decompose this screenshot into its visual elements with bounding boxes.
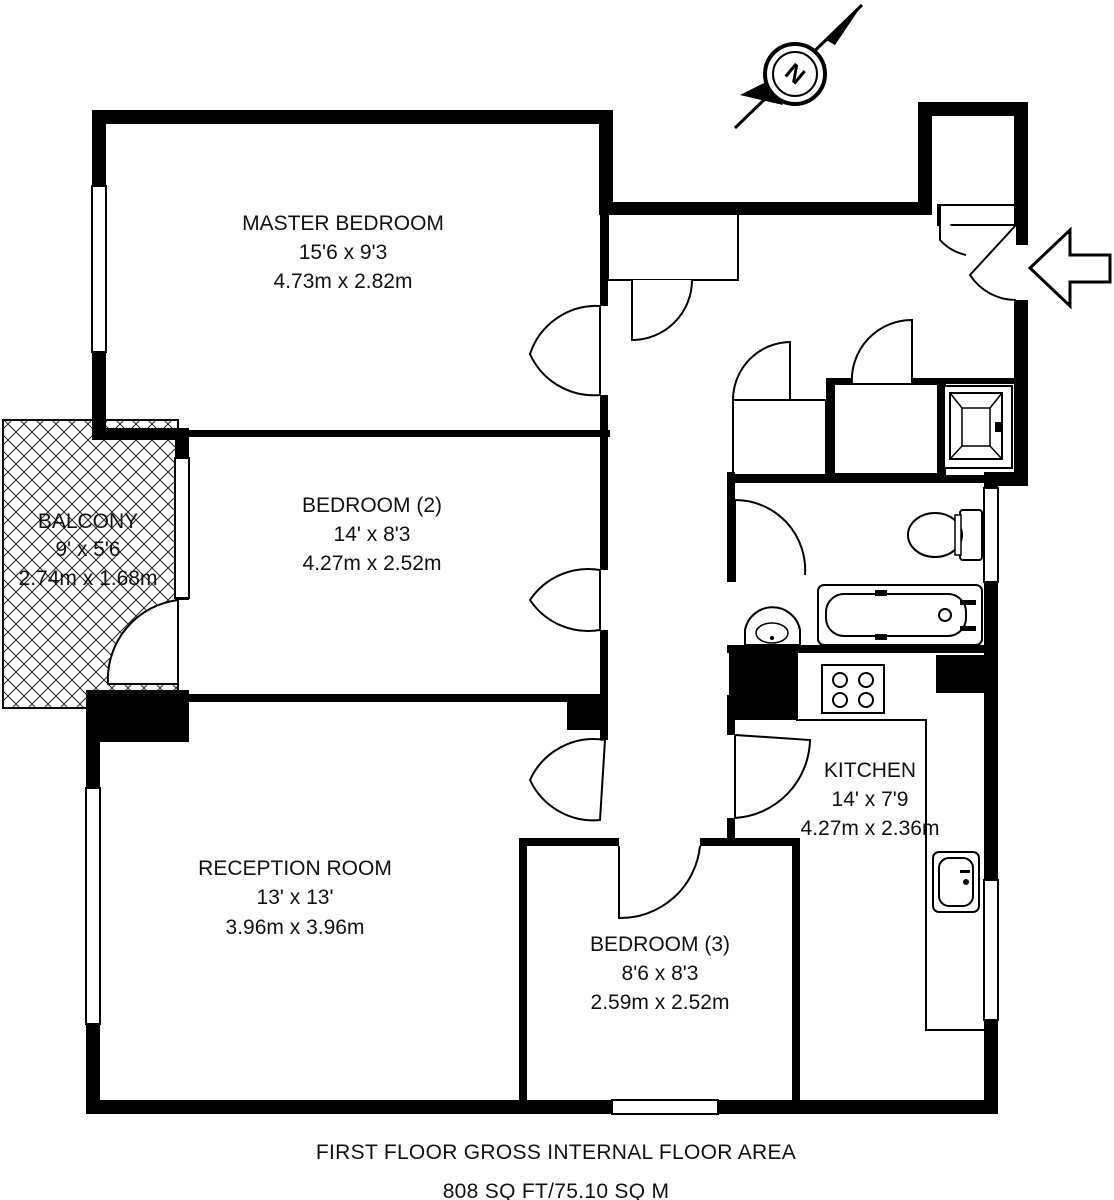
toilet-icon: [907, 509, 983, 561]
room-imperial: 8'6 x 8'3: [622, 962, 699, 985]
hob-icon: [821, 664, 885, 714]
floor-area-title: FIRST FLOOR GROSS INTERNAL FLOOR AREA: [316, 1141, 796, 1164]
sink-icon: [932, 851, 980, 913]
door-kitchen: [734, 733, 812, 820]
door-master: [528, 304, 601, 397]
room-name: KITCHEN: [824, 759, 916, 782]
door-reception: [528, 738, 607, 822]
window-reception: [85, 787, 101, 1025]
wall-step-right: [599, 110, 613, 214]
wall-entry-left: [918, 102, 932, 215]
room-name: MASTER BEDROOM: [242, 212, 444, 235]
room-metric: 2.59m x 2.52m: [591, 991, 730, 1014]
window-bedroom3: [611, 1099, 719, 1115]
room-kitchen: KITCHEN 14' x 7'9 4.27m x 2.36m: [801, 759, 940, 840]
wall-entry-top: [918, 102, 1028, 116]
washbasin-icon: [744, 606, 801, 646]
room-metric: 4.27m x 2.36m: [801, 817, 940, 840]
wall-master-top: [92, 110, 612, 124]
kitchen-worktop: [796, 653, 988, 1031]
door-balcony: [106, 599, 179, 685]
door-bedroom3: [618, 845, 701, 920]
door-entry-cupboard: [939, 205, 967, 256]
entrance-arrow-icon: [1027, 226, 1112, 310]
room-reception: RECEPTION ROOM 13' x 13' 3.96m x 3.96m: [198, 857, 392, 939]
doors: [106, 205, 1017, 920]
interior-walls: [100, 206, 1016, 1108]
room-metric: 4.27m x 2.52m: [303, 552, 442, 575]
room-name: BEDROOM (3): [590, 933, 730, 956]
door-bed2: [528, 568, 601, 632]
bathtub-icon: [817, 584, 983, 646]
compass-icon: N: [733, 3, 864, 130]
room-imperial: 13' x 13': [257, 886, 334, 909]
room-metric: 3.96m x 3.96m: [226, 916, 365, 939]
wall-hall-top: [599, 202, 931, 215]
room-imperial: 14' x 8'3: [334, 523, 411, 546]
room-name: RECEPTION ROOM: [198, 857, 392, 880]
wall-right-middle: [1014, 300, 1028, 486]
window-bathroom: [983, 487, 999, 583]
room-imperial: 15'6 x 9'3: [299, 241, 388, 264]
door-master-cupboard: [631, 279, 693, 342]
wall-right-upper: [1014, 102, 1028, 245]
windows: [85, 185, 999, 1115]
room-balcony: BALCONY 9' x 5'6 2.74m x 1.68m: [19, 510, 158, 590]
room-metric: 4.73m x 2.82m: [274, 270, 413, 293]
room-imperial: 14' x 7'9: [832, 788, 909, 811]
wall-bottom-right: [790, 1100, 998, 1114]
room-name: BEDROOM (2): [302, 494, 442, 517]
room-bedroom-2: BEDROOM (2) 14' x 8'3 4.27m x 2.52m: [302, 494, 442, 575]
room-imperial: 9' x 5'6: [55, 538, 120, 561]
window-master: [91, 185, 107, 353]
floor-area-value: 808 SQ FT/75.10 SQ M: [443, 1180, 670, 1200]
boiler-icon: [943, 385, 1013, 469]
room-name: BALCONY: [38, 510, 138, 533]
room-metric: 2.74m x 1.68m: [19, 567, 158, 590]
room-master-bedroom: MASTER BEDROOM 15'6 x 9'3 4.73m x 2.82m: [242, 212, 444, 293]
door-cupboard-1: [732, 340, 791, 401]
window-bed2: [174, 457, 190, 599]
door-cupboard-2: [850, 318, 913, 385]
window-kitchen: [983, 879, 999, 1021]
door-bathroom: [734, 498, 807, 582]
door-entrance: [968, 224, 1017, 301]
room-bedroom-3: BEDROOM (3) 8'6 x 8'3 2.59m x 2.52m: [590, 933, 730, 1014]
